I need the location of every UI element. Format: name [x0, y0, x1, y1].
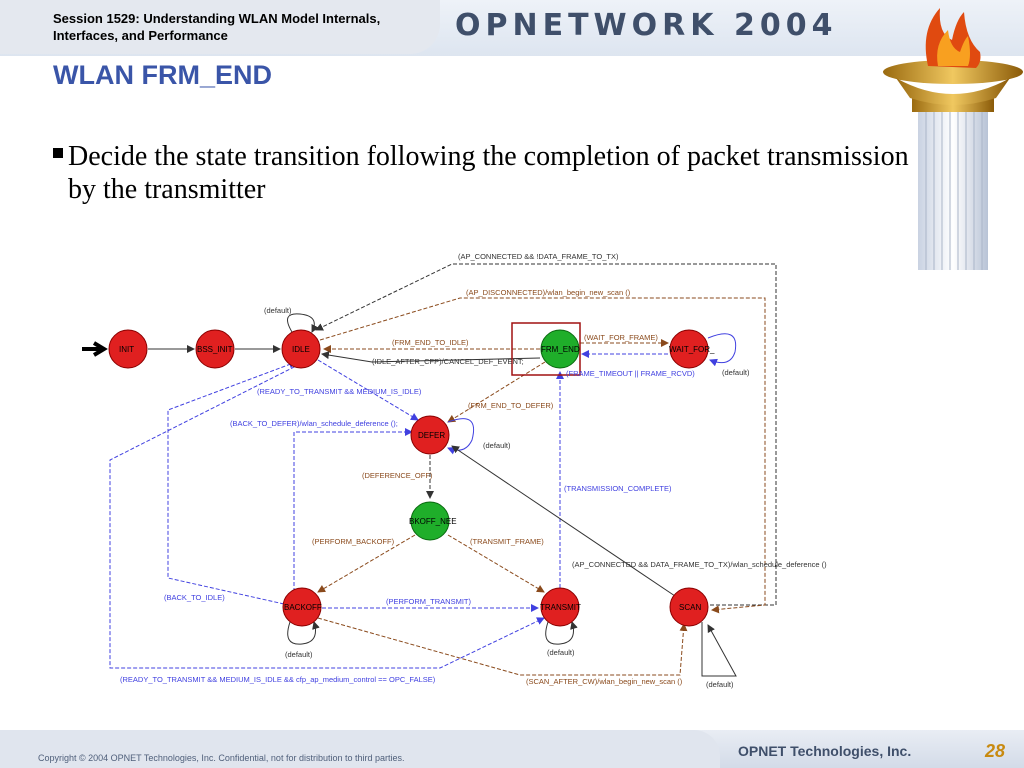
bullet-text: Decide the state transition following th… [68, 141, 909, 205]
frm-end-highlight-box [511, 322, 581, 376]
brand-logo-text: OPNETWORK 2004 [455, 8, 838, 43]
bullet-square-icon [53, 148, 63, 158]
transition-label: (default) [285, 650, 313, 659]
state-defer: DEFER [410, 415, 450, 455]
state-bkoff-nee: BKOFF_NEE [409, 501, 457, 541]
copyright-text: Copyright © 2004 OPNET Technologies, Inc… [38, 753, 405, 763]
state-label: FRM_END [541, 345, 580, 354]
state-label: BACKOFF [284, 603, 322, 612]
session-box: Session 1529: Understanding WLAN Model I… [0, 0, 440, 54]
edge-defer-self [447, 418, 474, 455]
state-label: TRANSMIT [540, 603, 581, 612]
state-transmit: TRANSMIT [540, 587, 581, 627]
state-label: BKOFF_NEE [409, 517, 457, 526]
state-frm-end: FRM_END [540, 329, 580, 369]
transition-label: (default) [483, 441, 511, 450]
transition-label: (TRANSMIT_FRAME) [470, 537, 544, 546]
session-title: Session 1529: Understanding WLAN Model I… [53, 10, 433, 44]
edge-idle-self [287, 313, 319, 333]
edge-backoff-scan [317, 617, 688, 676]
page-number: 28 [985, 741, 1006, 761]
transition-label: (READY_TO_TRANSMIT && MEDIUM_IS_IDLE) [257, 387, 422, 396]
edge-frmend-defer [447, 361, 546, 423]
transition-label: (FRM_END_TO_IDLE) [392, 338, 469, 347]
transition-label: (FRAME_TIMEOUT || FRAME_RCVD) [566, 369, 695, 378]
edge-scan-self [701, 622, 737, 677]
edge-bkoff-backoff [317, 534, 416, 593]
transition-label: (default) [264, 306, 292, 315]
session-line-1: Session 1529: Understanding WLAN Model I… [53, 11, 381, 26]
transition-label: (AP_DISCONNECTED)/wlan_begin_new_scan () [466, 288, 631, 297]
transition-label: (AP_CONNECTED && DATA_FRAME_TO_TX)/wlan_… [572, 560, 827, 569]
state-scan: SCAN [669, 587, 709, 627]
transition-label: (PERFORM_BACKOFF) [312, 537, 395, 546]
company-name: OPNET Technologies, Inc. [738, 743, 912, 759]
transition-label: (AP_CONNECTED && !DATA_FRAME_TO_TX) [458, 252, 619, 261]
state-label: INIT [119, 345, 134, 354]
state-wait-for: WAIT_FOR_ [669, 329, 715, 369]
transition-label: (BACK_TO_IDLE) [164, 593, 225, 602]
transition-label: (SCAN_AFTER_CW)/wlan_begin_new_scan () [526, 677, 683, 686]
transition-label: (default) [547, 648, 575, 657]
transition-label: (READY_TO_TRANSMIT && MEDIUM_IS_IDLE && … [120, 675, 436, 684]
state-init: INIT [108, 329, 148, 369]
edge-backoff-self [287, 621, 320, 645]
state-backoff: BACKOFF [282, 587, 322, 627]
transition-label: (default) [706, 680, 734, 689]
edge-idle-after-cfp [321, 351, 541, 363]
transition-label: (BACK_TO_DEFER)/wlan_schedule_deference … [230, 419, 398, 428]
transition-label: (TRANSMISSION_COMPLETE) [564, 484, 672, 493]
transition-label: (FRM_END_TO_DEFER) [468, 401, 554, 410]
state-idle: IDLE [281, 329, 321, 369]
edge-backoff-defer [293, 428, 413, 592]
state-label: BSS_INIT [197, 345, 233, 354]
edge-idle-transmit-cfp [109, 363, 545, 669]
transition-label: (PERFORM_TRANSMIT) [386, 597, 472, 606]
state-label: DEFER [418, 431, 445, 440]
transition-label: (IDLE_AFTER_CFP)/CANCEL_DEF_EVENT; [372, 357, 524, 366]
edge-bkoff-transmit [447, 534, 545, 593]
footer-panel [0, 730, 720, 768]
edge-backoff-idle [167, 360, 297, 605]
state-bss-init: BSS_INIT [195, 329, 235, 369]
transition-label: (default) [722, 368, 750, 377]
edge-idle-scan-disconnected [319, 297, 766, 614]
state-label: IDLE [292, 345, 310, 354]
entry-arrow-icon [82, 341, 108, 357]
state-label: SCAN [679, 603, 701, 612]
edge-scan-idle-connected [315, 263, 777, 606]
slide-title: WLAN FRM_END [53, 60, 272, 90]
transition-label: (DEFERENCE_OFF) [362, 471, 433, 480]
torch-logo-icon [883, 8, 1023, 270]
transition-label: (WAIT_FOR_FRAME) [584, 333, 658, 342]
edge-idle-defer [317, 359, 419, 421]
session-line-2: Interfaces, and Performance [53, 28, 228, 43]
edge-scan-defer [451, 445, 676, 597]
state-label: WAIT_FOR_ [669, 345, 715, 354]
edge-waitfor-self [707, 333, 737, 367]
edge-transmit-self [545, 621, 578, 645]
